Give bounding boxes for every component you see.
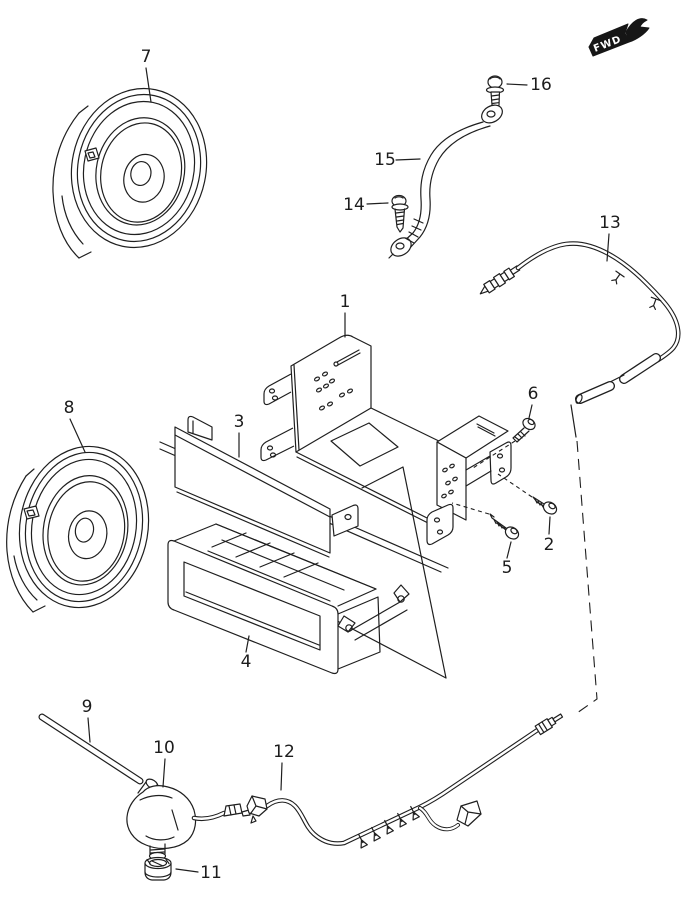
callout-part-12: 12	[273, 742, 295, 762]
screw-illustration-14	[391, 194, 409, 233]
antenna-base-illustration	[126, 778, 251, 861]
screw6-dashed-path	[472, 440, 516, 469]
callout-part-14: 14	[343, 195, 365, 215]
connection-dashed-line	[576, 440, 598, 714]
blanking-plate-illustration	[174, 415, 359, 558]
antenna-cable-upper-illustration	[479, 241, 681, 438]
speaker-rear-illustration	[6, 445, 150, 613]
fwd-arrow-icon: FWD	[588, 18, 650, 57]
radio-pocket-illustration	[167, 523, 410, 675]
antenna-nut-illustration	[144, 856, 172, 881]
antenna-rod-illustration	[38, 713, 144, 785]
callout-part-11: 11	[200, 863, 222, 883]
callout-part-7: 7	[141, 47, 152, 67]
callout-leader-lines	[69, 67, 610, 873]
screw-illustration-6	[512, 417, 536, 443]
callout-part-10: 10	[153, 738, 175, 758]
callout-part-1: 1	[340, 292, 351, 312]
callout-part-16: 16	[530, 75, 552, 95]
callout-part-13: 13	[599, 213, 621, 233]
callout-part-3: 3	[234, 412, 245, 432]
screw-illustration-5	[489, 513, 520, 540]
antenna-cable-lower-illustration	[246, 713, 564, 849]
callout-part-15: 15	[374, 150, 396, 170]
callout-part-6: 6	[528, 384, 539, 404]
callout-part-2: 2	[544, 535, 555, 555]
callout-part-8: 8	[64, 398, 75, 418]
bolt-illustration-16	[485, 75, 505, 109]
callout-part-4: 4	[241, 652, 252, 672]
screw5-dashed-path	[451, 502, 490, 515]
screw-illustration-2	[532, 496, 558, 515]
speaker-front-illustration	[52, 87, 208, 259]
callout-part-9: 9	[82, 697, 93, 717]
strap-brace-illustration	[388, 104, 503, 259]
callout-part-5: 5	[502, 558, 513, 578]
radio-mounting-bracket-illustration	[159, 334, 512, 573]
part-callouts: 1 2 3 4 5 6 7 8 9 10 11 12 13 14 15 16	[64, 47, 621, 883]
